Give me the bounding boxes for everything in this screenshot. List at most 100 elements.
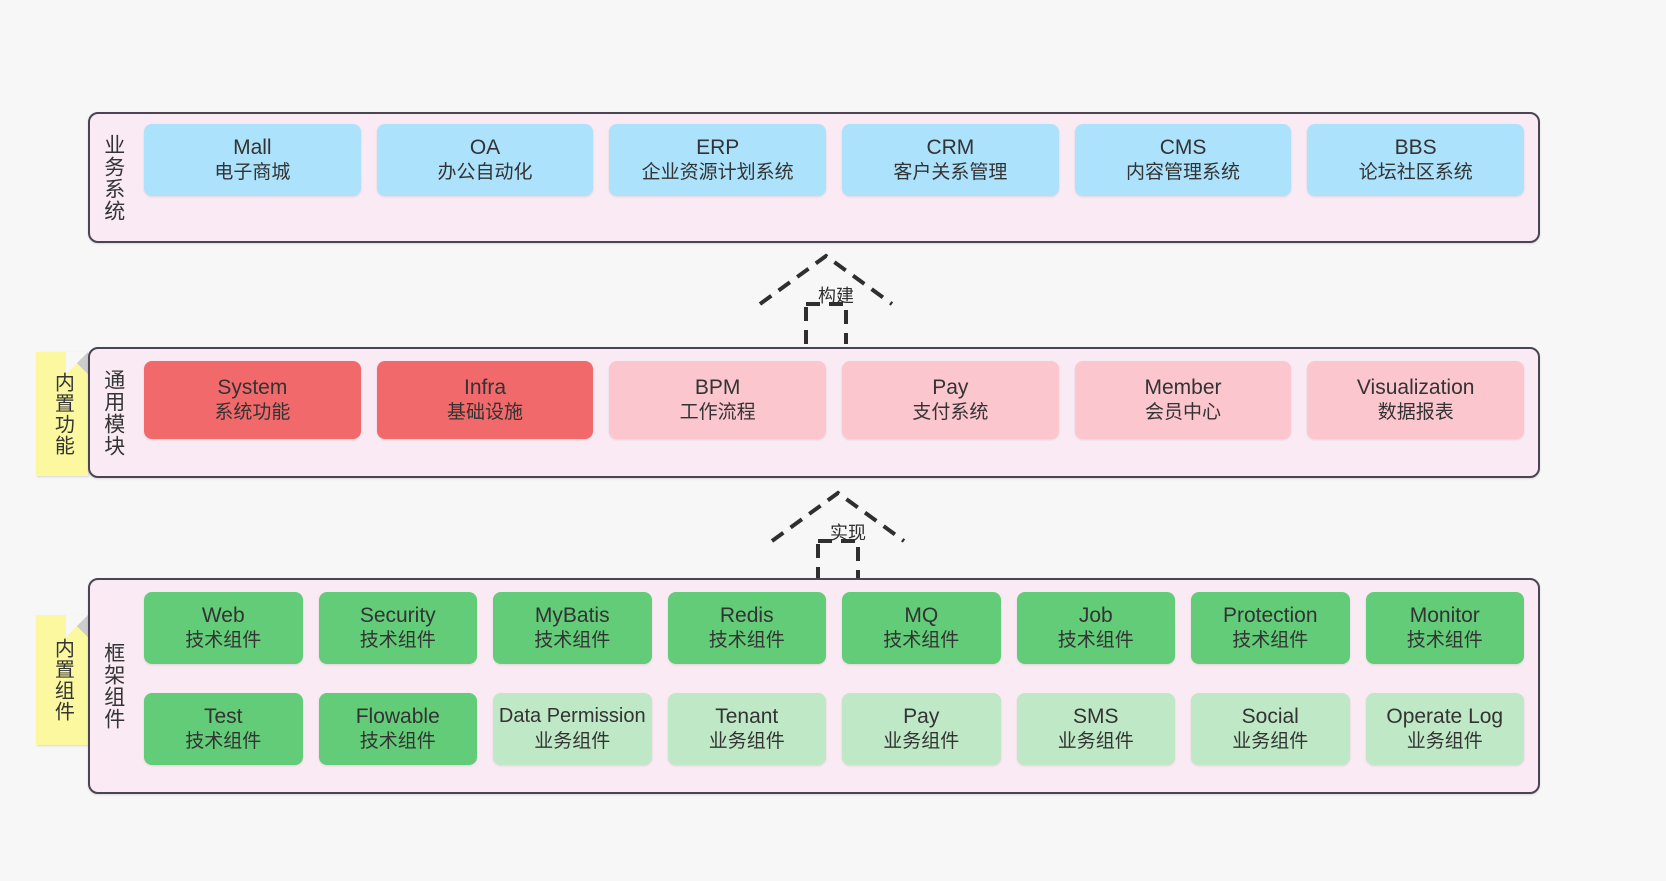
framework-box-monitor-cn: 技术组件: [1406, 630, 1483, 652]
framework-box-redis-cn: 技术组件: [708, 630, 785, 652]
framework-box-test[interactable]: Test 技术组件: [144, 693, 303, 765]
business-box-cms-en: CMS: [1159, 135, 1207, 159]
module-box-member-cn: 会员中心: [1145, 402, 1222, 424]
framework-box-operate-log-cn: 业务组件: [1406, 731, 1483, 753]
module-box-member[interactable]: Member 会员中心: [1074, 361, 1292, 439]
framework-box-operate-log[interactable]: Operate Log 业务组件: [1365, 693, 1524, 765]
module-box-visualization-cn: 数据报表: [1377, 402, 1454, 424]
framework-box-pay[interactable]: Pay 业务组件: [842, 693, 1001, 765]
module-box-bpm[interactable]: BPM 工作流程: [609, 361, 827, 439]
layer-business-system-title: 业务系统: [101, 133, 125, 222]
business-box-oa-cn: 办公自动化: [437, 162, 533, 184]
business-box-mall[interactable]: Mall 电子商城: [144, 124, 361, 196]
connector-implement: 实现: [752, 485, 952, 581]
build-arrowhead: [758, 253, 894, 306]
module-box-system-cn: 系统功能: [214, 402, 291, 424]
framework-box-sms-en: SMS: [1072, 704, 1119, 728]
framework-box-pay-en: Pay: [903, 704, 940, 728]
framework-box-mq[interactable]: MQ 技术组件: [842, 592, 1001, 664]
connector-implement-label: 实现: [830, 523, 866, 543]
module-box-bpm-en: BPM: [694, 375, 741, 399]
framework-box-monitor[interactable]: Monitor 技术组件: [1365, 592, 1524, 664]
layer-framework-component-title: 框架组件: [101, 642, 125, 730]
framework-box-operate-log-en: Operate Log: [1386, 704, 1504, 728]
framework-box-monitor-en: Monitor: [1409, 603, 1480, 627]
module-box-system[interactable]: System 系统功能: [144, 361, 361, 439]
framework-box-protection-cn: 技术组件: [1232, 630, 1309, 652]
module-box-pay[interactable]: Pay 支付系统: [842, 361, 1059, 439]
note-builtin-functions: 内置功能: [36, 352, 88, 476]
business-box-mall-en: Mall: [233, 135, 272, 159]
business-box-cms[interactable]: CMS 内容管理系统: [1074, 124, 1292, 196]
common-module-row: System 系统功能 Infra 基础设施 BPM 工作流程 Pay 支付系统…: [144, 361, 1525, 464]
business-box-crm[interactable]: CRM 客户关系管理: [842, 124, 1059, 196]
layer-common-module-title: 通用模块: [101, 368, 125, 457]
module-box-infra-cn: 基础设施: [447, 402, 524, 424]
module-box-visualization[interactable]: Visualization 数据报表: [1307, 361, 1525, 439]
module-box-infra-en: Infra: [463, 375, 507, 399]
framework-box-mybatis-en: MyBatis: [534, 603, 610, 627]
framework-box-flowable-en: Flowable: [355, 704, 440, 728]
framework-box-flowable[interactable]: Flowable 技术组件: [318, 693, 477, 765]
framework-box-security[interactable]: Security 技术组件: [318, 592, 477, 664]
framework-box-mybatis-cn: 技术组件: [534, 630, 611, 652]
business-system-row: Mall 电子商城 OA 办公自动化 ERP 企业资源计划系统 CRM 客户关系…: [144, 124, 1525, 231]
note-builtin-components: 内置组件: [36, 615, 88, 745]
connector-build-label: 构建: [818, 286, 854, 306]
framework-tech-row: Web 技术组件 Security 技术组件 MyBatis 技术组件 Redi…: [144, 592, 1524, 679]
framework-box-tenant-cn: 业务组件: [708, 731, 785, 753]
framework-box-protection[interactable]: Protection 技术组件: [1191, 592, 1350, 664]
module-box-pay-cn: 支付系统: [912, 402, 989, 424]
framework-box-test-en: Test: [203, 704, 243, 728]
business-box-erp-cn: 企业资源计划系统: [641, 162, 794, 184]
framework-box-social[interactable]: Social 业务组件: [1191, 693, 1350, 765]
framework-box-flowable-cn: 技术组件: [359, 731, 436, 753]
framework-box-data-permission[interactable]: Data Permission 业务组件: [493, 693, 652, 765]
framework-box-tenant[interactable]: Tenant 业务组件: [667, 693, 826, 765]
implement-line-left: [818, 539, 860, 581]
note-fold-corner-icon: [66, 352, 88, 374]
business-box-crm-en: CRM: [926, 135, 975, 159]
business-box-bbs-en: BBS: [1394, 135, 1437, 159]
module-box-infra[interactable]: Infra 基础设施: [376, 361, 594, 439]
framework-box-security-en: Security: [359, 603, 436, 627]
framework-box-sms-cn: 业务组件: [1057, 731, 1134, 753]
framework-box-social-cn: 业务组件: [1232, 731, 1309, 753]
framework-box-mybatis[interactable]: MyBatis 技术组件: [493, 592, 652, 664]
framework-box-social-en: Social: [1241, 704, 1299, 728]
framework-box-job-cn: 技术组件: [1057, 630, 1134, 652]
module-box-system-en: System: [217, 375, 288, 399]
note-builtin-components-label: 内置组件: [51, 638, 74, 722]
layer-common-module-body: System 系统功能 Infra 基础设施 BPM 工作流程 Pay 支付系统…: [136, 349, 1538, 476]
business-box-erp[interactable]: ERP 企业资源计划系统: [609, 124, 827, 196]
business-box-mall-cn: 电子商城: [214, 162, 291, 184]
connector-build: 构建: [740, 248, 940, 344]
module-box-member-en: Member: [1144, 375, 1222, 399]
framework-box-test-cn: 技术组件: [185, 731, 262, 753]
framework-business-row: Test 技术组件 Flowable 技术组件 Data Permission …: [144, 693, 1524, 780]
framework-box-tenant-en: Tenant: [715, 704, 779, 728]
note-fold-corner-icon: [66, 615, 88, 637]
framework-box-data-permission-en: Data Permission: [498, 705, 646, 728]
framework-box-protection-en: Protection: [1222, 603, 1318, 627]
business-box-crm-cn: 客户关系管理: [893, 162, 1008, 184]
framework-box-job[interactable]: Job 技术组件: [1016, 592, 1175, 664]
business-box-bbs[interactable]: BBS 论坛社区系统: [1307, 124, 1525, 196]
layer-business-system-body: Mall 电子商城 OA 办公自动化 ERP 企业资源计划系统 CRM 客户关系…: [136, 114, 1538, 241]
layer-framework-component-body: Web 技术组件 Security 技术组件 MyBatis 技术组件 Redi…: [136, 580, 1538, 792]
framework-box-web-cn: 技术组件: [185, 630, 262, 652]
layer-business-system: 业务系统 Mall 电子商城 OA 办公自动化 ERP 企业资源计划系统 CRM…: [88, 112, 1540, 243]
framework-box-redis[interactable]: Redis 技术组件: [667, 592, 826, 664]
framework-box-sms[interactable]: SMS 业务组件: [1016, 693, 1175, 765]
framework-box-web[interactable]: Web 技术组件: [144, 592, 303, 664]
business-box-oa[interactable]: OA 办公自动化: [376, 124, 594, 196]
module-box-visualization-en: Visualization: [1356, 375, 1475, 399]
implement-arrowhead: [770, 490, 906, 543]
business-box-cms-cn: 内容管理系统: [1126, 162, 1241, 184]
note-builtin-functions-label: 内置功能: [51, 372, 74, 456]
framework-box-pay-cn: 业务组件: [883, 731, 960, 753]
framework-box-web-en: Web: [201, 603, 245, 627]
framework-box-redis-en: Redis: [719, 603, 774, 627]
build-line-left: [806, 302, 848, 344]
